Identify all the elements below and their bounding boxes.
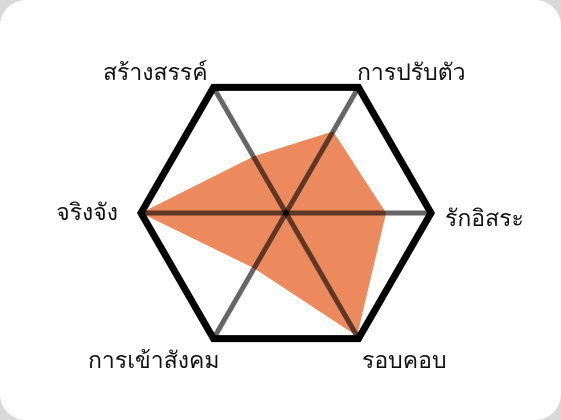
- axis-label-creative: สร้างสรรค์: [103, 59, 208, 86]
- axis-label-free-spirited: รักอิสระ: [445, 206, 524, 232]
- axis-label-careful: รอบคอบ: [362, 348, 447, 374]
- spoke-social-adaptability: [211, 86, 361, 340]
- axis-label-serious: จริงจัง: [56, 200, 118, 226]
- data-area: [141, 131, 387, 337]
- outer-hexagon: [136, 83, 436, 343]
- axis-label-adaptability: การปรับตัว: [357, 60, 466, 86]
- axis-label-social: การเข้าสังคม: [88, 348, 220, 374]
